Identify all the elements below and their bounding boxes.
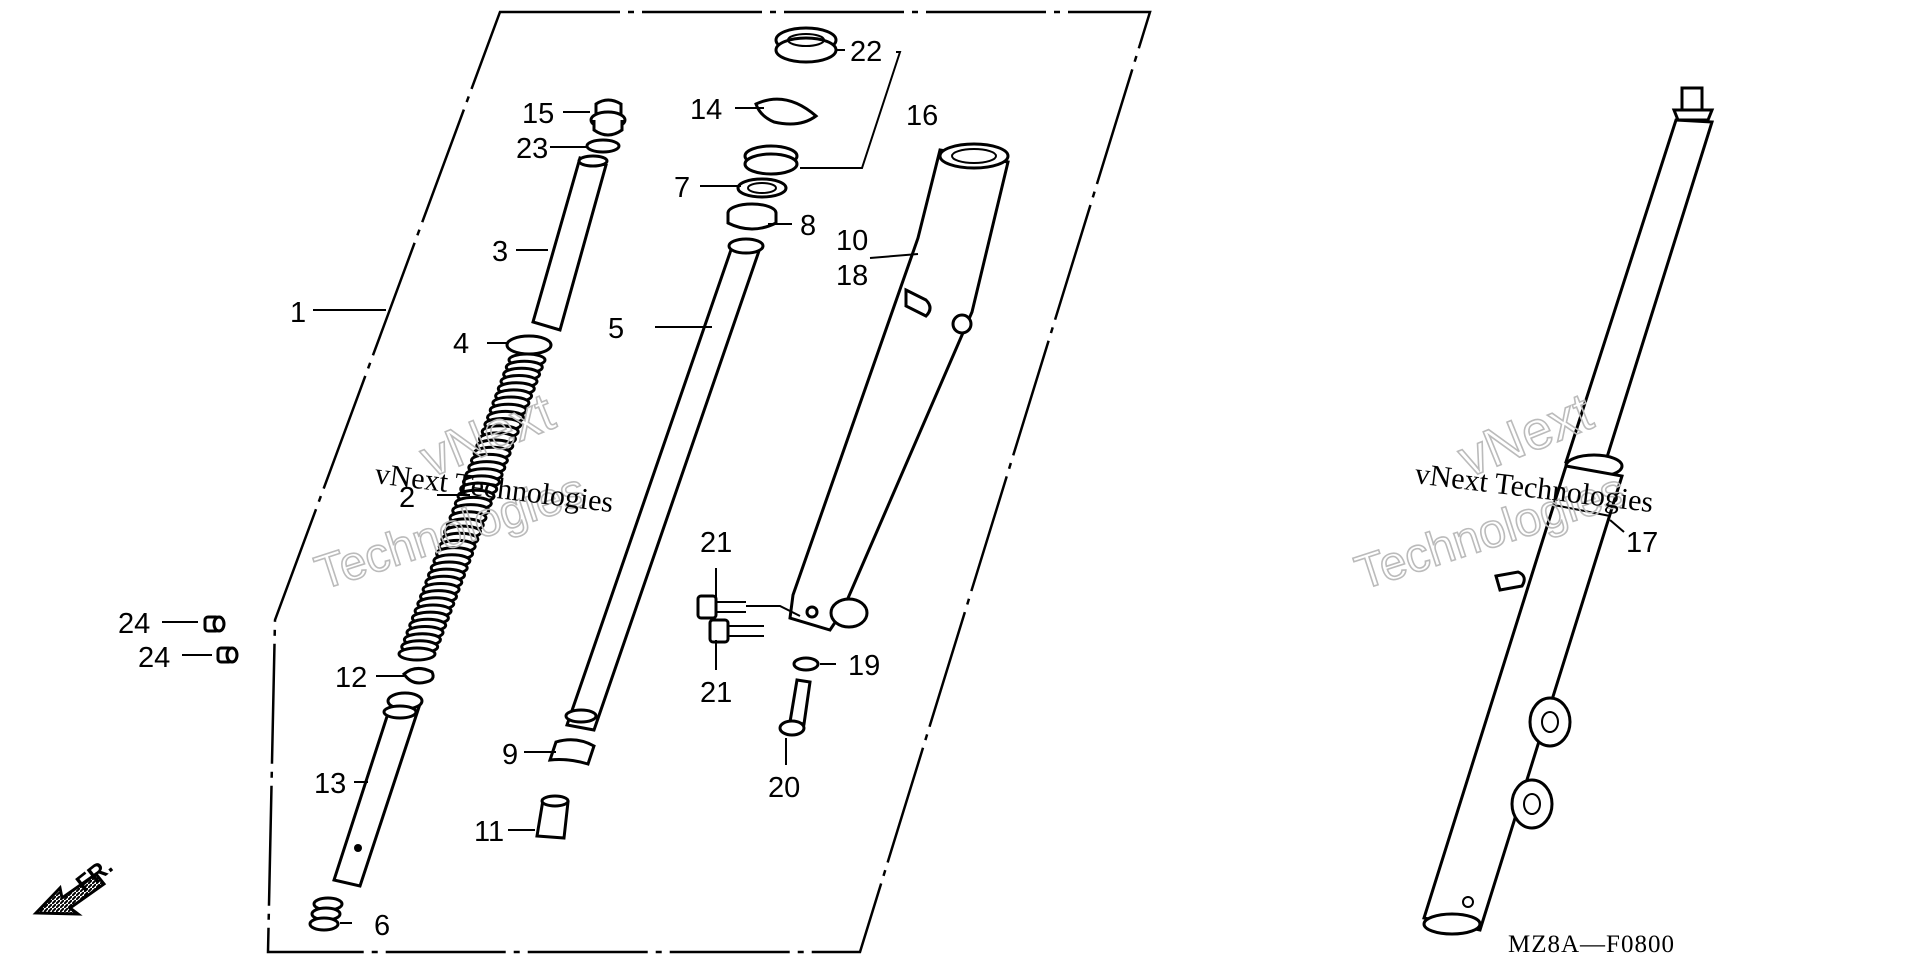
callout-22: 22 — [850, 36, 882, 68]
spring-coil — [397, 646, 437, 662]
callout-23: 23 — [516, 133, 548, 165]
callout-10: 10 — [836, 225, 868, 257]
part-14-stop-ring — [754, 97, 819, 126]
part-17-fork-assembly — [1422, 86, 1715, 936]
callout-17: 17 — [1626, 527, 1658, 559]
callout-9: 9 — [502, 739, 518, 771]
part-21-socket-bolt-upper — [696, 594, 746, 620]
callout-6: 6 — [374, 910, 390, 942]
part-24-bolt-a — [203, 615, 226, 633]
callout-21-lower: 21 — [700, 677, 732, 709]
part-11-oil-lock-piece — [535, 794, 570, 840]
part-8-bushing — [726, 202, 778, 231]
callout-3: 3 — [492, 236, 508, 268]
callout-13: 13 — [314, 768, 346, 800]
callout-21-upper: 21 — [700, 527, 732, 559]
callout-16: 16 — [906, 100, 938, 132]
part-3-spacer-tube — [531, 154, 609, 332]
part-12-ring — [402, 667, 435, 685]
callout-24-lower: 24 — [138, 642, 170, 674]
part-16-oil-seal — [743, 144, 799, 176]
part-21-socket-bolt-lower — [708, 618, 764, 644]
callout-4: 4 — [453, 328, 469, 360]
callout-2: 2 — [399, 482, 415, 514]
callout-15: 15 — [522, 98, 554, 130]
callout-8: 8 — [800, 210, 816, 242]
leader-lines — [162, 49, 1625, 924]
part-2-fork-spring — [397, 352, 547, 662]
part-10-18-fork-slider — [788, 142, 1010, 632]
part-19-washer — [792, 656, 820, 672]
callout-18: 18 — [836, 260, 868, 292]
part-4-washer — [505, 334, 553, 356]
drawing-code: MZ8A—F0800 — [1508, 931, 1675, 958]
callout-11: 11 — [474, 816, 504, 848]
callout-7: 7 — [674, 172, 690, 204]
assembly-frame — [266, 10, 1152, 954]
callout-12: 12 — [335, 662, 367, 694]
callout-20: 20 — [768, 772, 800, 804]
part-24-bolt-b — [216, 646, 239, 664]
part-13-damper-rod — [332, 691, 424, 888]
callout-14: 14 — [690, 94, 722, 126]
front-direction-arrow — [32, 871, 107, 916]
part-7-back-up-ring — [736, 177, 788, 199]
callout-labels: 1 2 3 4 5 6 7 8 9 10 11 12 13 14 15 16 1… — [118, 36, 1658, 942]
callout-5: 5 — [608, 313, 624, 345]
callout-24-upper: 24 — [118, 608, 150, 640]
part-5-fork-inner-tube — [564, 237, 765, 732]
part-6-rebound-spring — [308, 896, 344, 932]
part-9-bushing — [547, 738, 596, 766]
callout-19: 19 — [848, 650, 880, 682]
part-20-drain-bolt — [778, 678, 812, 737]
part-22-dust-seal — [774, 26, 838, 64]
part-15-bolt — [589, 98, 627, 137]
callout-1: 1 — [290, 297, 306, 329]
part-23-o-ring — [585, 138, 621, 154]
